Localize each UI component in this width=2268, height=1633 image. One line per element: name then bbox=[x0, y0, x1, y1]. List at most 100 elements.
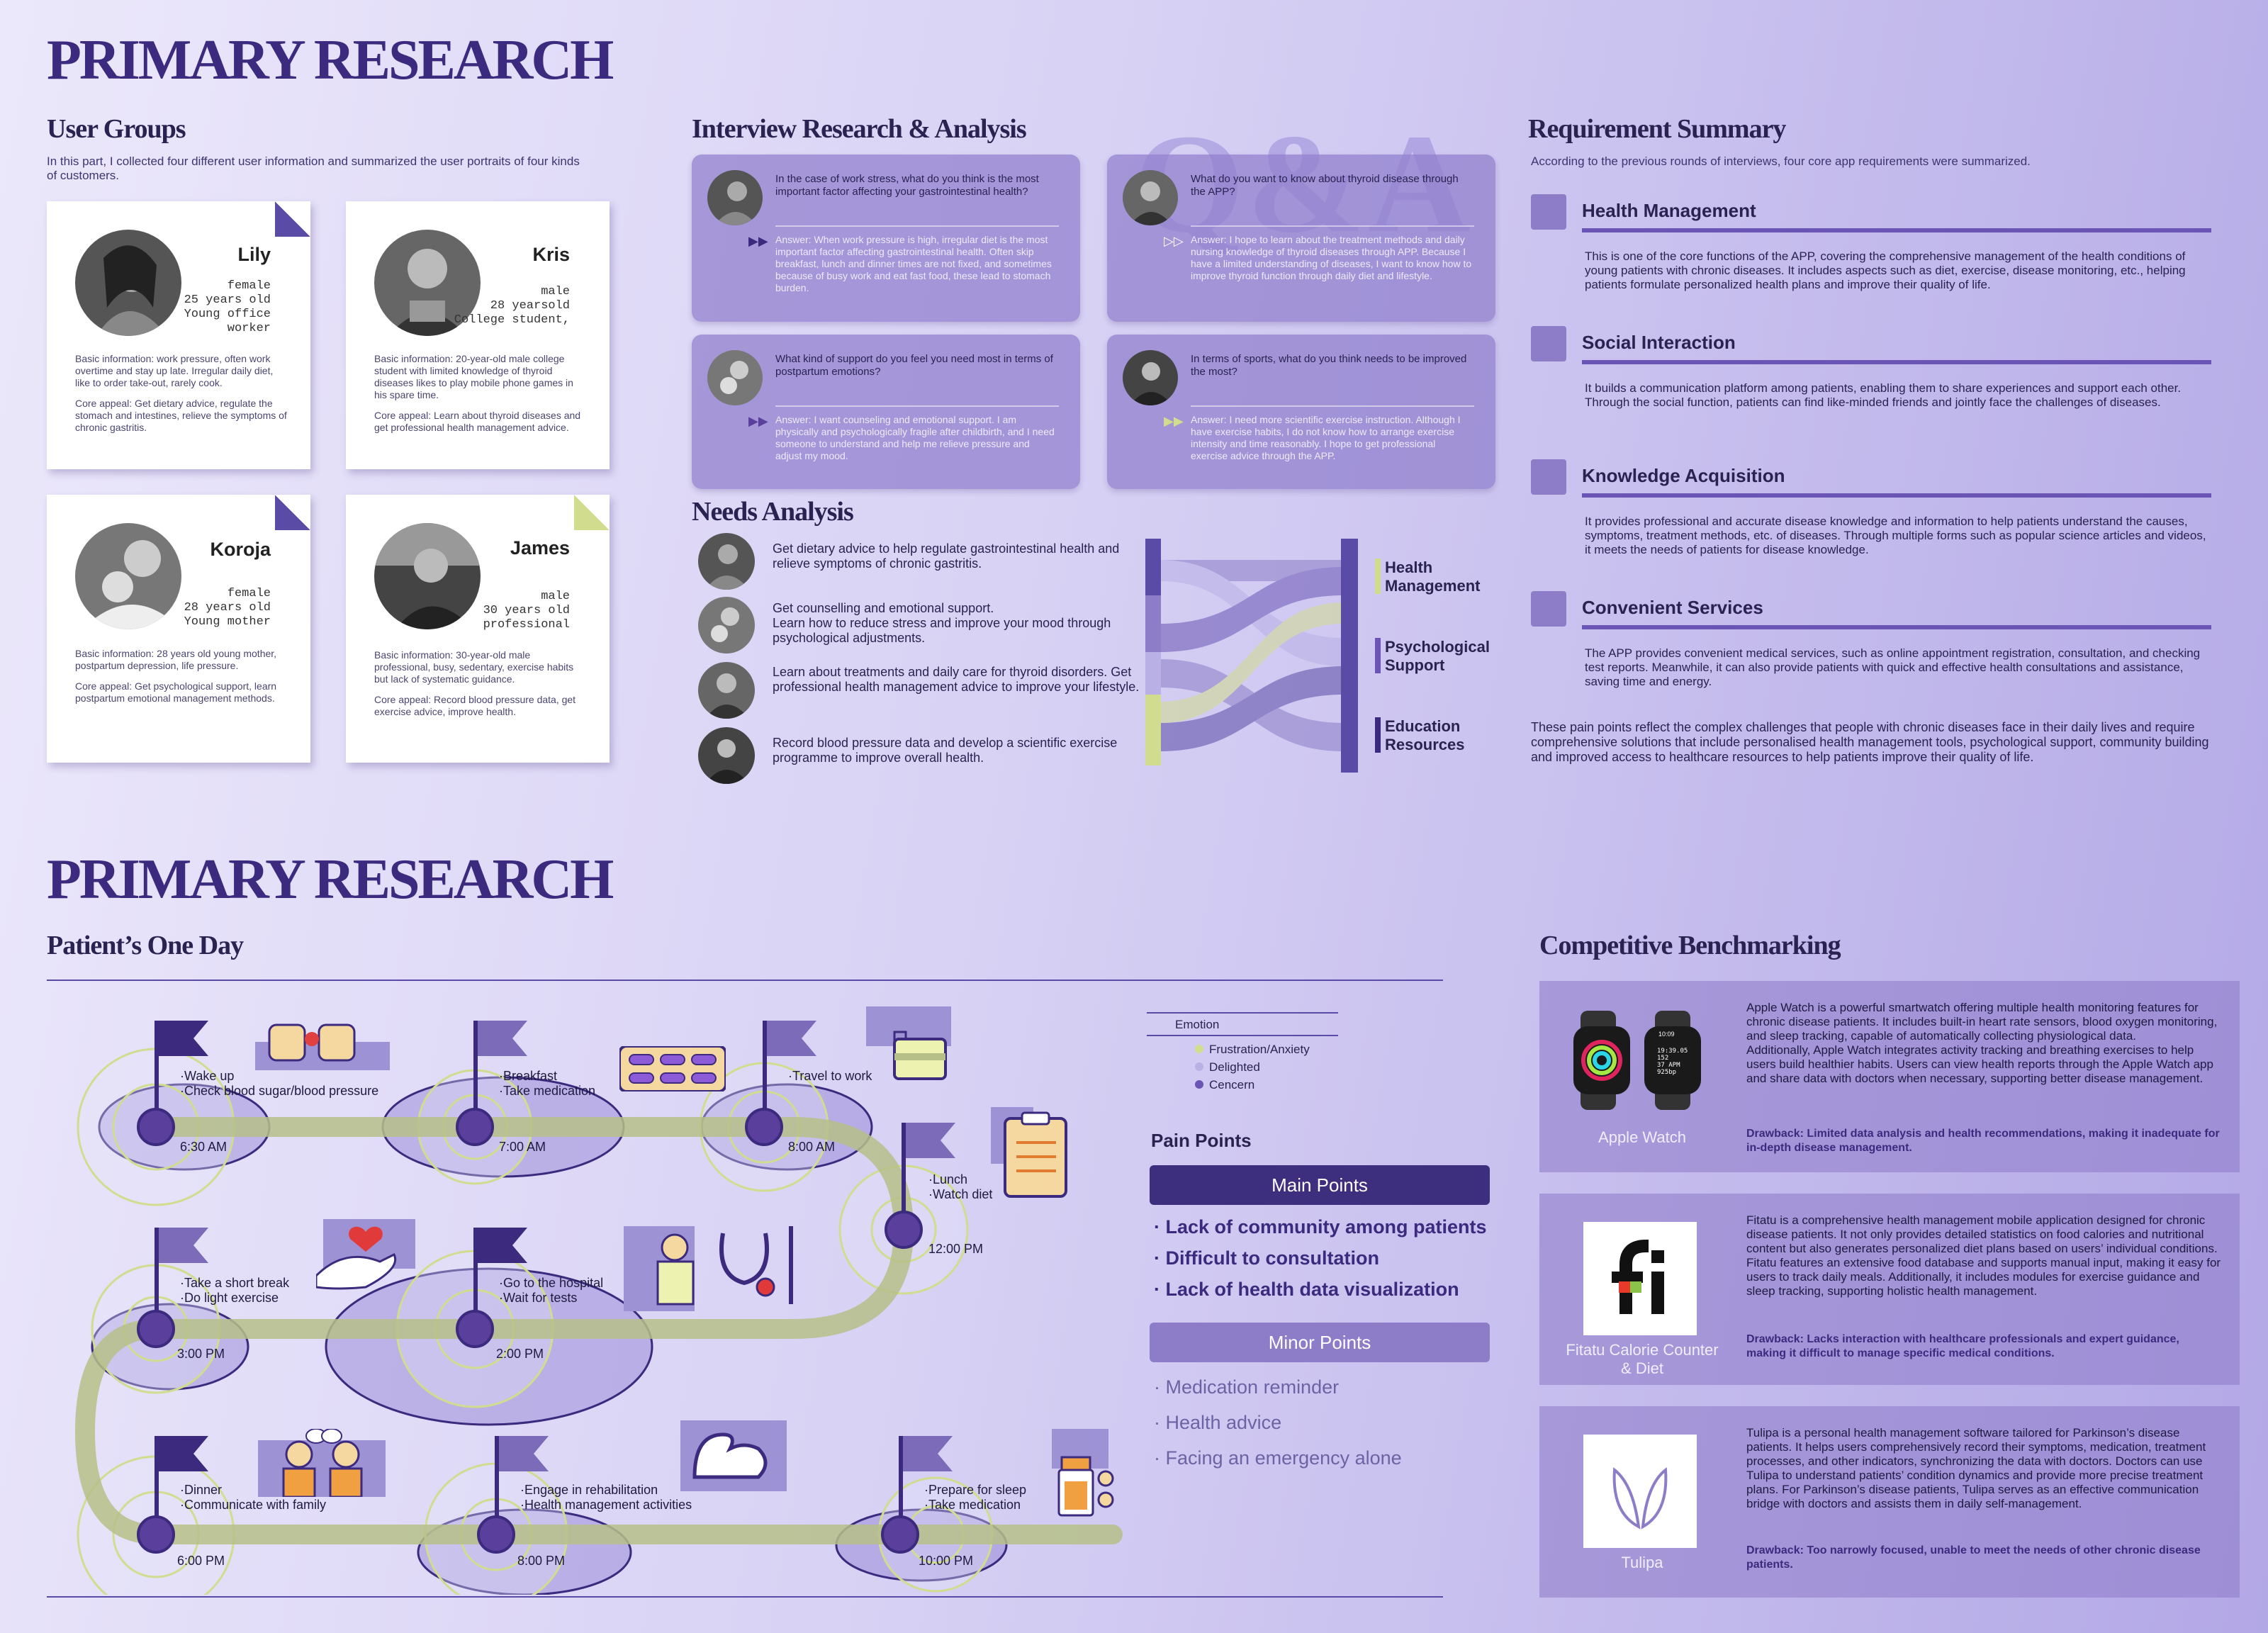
event-time: 8:00 PM bbox=[517, 1554, 566, 1568]
bench-drawback: Drawback: Limited data analysis and heal… bbox=[1746, 1128, 2220, 1154]
play-arrow-icon: ▶▶ bbox=[748, 414, 768, 428]
pain-points-title: Pain Points bbox=[1151, 1130, 1252, 1151]
avatar bbox=[698, 662, 755, 719]
timeline-dot[interactable] bbox=[745, 1108, 783, 1146]
event-time: 8:00 AM bbox=[788, 1140, 836, 1154]
sankey-link bbox=[1160, 567, 1344, 652]
event-time: 2:00 PM bbox=[496, 1347, 544, 1361]
main-point: · Lack of health data visualization bbox=[1154, 1279, 1459, 1300]
requirement-heading: Knowledge Acquisition bbox=[1582, 465, 1785, 486]
divider bbox=[47, 980, 1443, 981]
event-time: 12:00 PM bbox=[928, 1242, 984, 1256]
apple-watch-image bbox=[1573, 1011, 1701, 1110]
needs-sankey bbox=[1145, 539, 1358, 773]
requirement-summary: These pain points reflect the complex ch… bbox=[1531, 720, 2209, 764]
user-name: Koroja bbox=[210, 539, 271, 560]
requirement-heading: Convenient Services bbox=[1582, 597, 1763, 618]
need-item: Get counselling and emotional support. L… bbox=[698, 597, 1138, 653]
divider bbox=[1582, 228, 2211, 232]
card-fold bbox=[275, 495, 310, 530]
answer: Answer: I want counseling and emotional … bbox=[775, 414, 1055, 461]
requirement-heading: Health Management bbox=[1582, 200, 1756, 221]
sankey-node bbox=[1145, 652, 1161, 695]
main-points-header: Main Points bbox=[1150, 1165, 1490, 1205]
wake-up-illustration bbox=[255, 1023, 390, 1070]
sankey-link bbox=[1160, 666, 1344, 751]
event-label: ·Prepare for sleep·Take medication bbox=[924, 1483, 1027, 1512]
timeline-dot[interactable] bbox=[885, 1211, 923, 1249]
avatar bbox=[75, 230, 181, 336]
user-info: Basic information: 30-year-old male prof… bbox=[374, 649, 576, 717]
avatar bbox=[707, 350, 763, 405]
question: In the case of work stress, what do you … bbox=[775, 173, 1039, 198]
requirement-desc: The APP provides convenient medical serv… bbox=[1585, 646, 2201, 688]
need-target: Education Resources bbox=[1385, 717, 1465, 753]
timeline-dot[interactable] bbox=[137, 1310, 175, 1348]
sankey-node bbox=[1145, 595, 1161, 652]
bench-desc: Tulipa is a personal health management s… bbox=[1746, 1426, 2206, 1510]
bench-card-fitatu[interactable]: Fitatu Calorie Counter & Diet Fitatu is … bbox=[1539, 1194, 2240, 1385]
fitatu-logo bbox=[1583, 1222, 1697, 1335]
interview-card[interactable]: In the case of work stress, what do you … bbox=[692, 155, 1080, 322]
sankey-node bbox=[1145, 539, 1161, 595]
bench-card-tulipa[interactable]: Tulipa Tulipa is a personal health manag… bbox=[1539, 1406, 2240, 1598]
requirement-desc: It builds a communication platform among… bbox=[1585, 381, 2182, 409]
need-text: Get counselling and emotional support. L… bbox=[773, 601, 1111, 645]
user-groups-title: User Groups bbox=[47, 114, 186, 144]
answer: Answer: I need more scientific exercise … bbox=[1191, 414, 1461, 461]
play-arrow-icon: ▶▶ bbox=[748, 234, 768, 248]
timeline-dot[interactable] bbox=[137, 1515, 175, 1554]
user-info: Basic information: 28 years old young mo… bbox=[75, 648, 277, 704]
user-name: Kris bbox=[532, 244, 570, 265]
timeline-dot[interactable] bbox=[477, 1515, 515, 1554]
sankey-node bbox=[1341, 539, 1358, 773]
timeline-dot[interactable] bbox=[456, 1310, 494, 1348]
timeline-dot[interactable] bbox=[456, 1108, 494, 1146]
need-item: Record blood pressure data and develop a… bbox=[698, 727, 1138, 784]
avatar bbox=[75, 523, 181, 629]
event-time: 10:00 PM bbox=[919, 1554, 974, 1568]
avatar bbox=[1123, 170, 1178, 225]
interview-card[interactable]: What kind of support do you feel you nee… bbox=[692, 335, 1080, 489]
minor-points-header: Minor Points bbox=[1150, 1323, 1490, 1362]
answer: Answer: I hope to learn about the treatm… bbox=[1191, 234, 1472, 281]
flag-pole bbox=[473, 1228, 478, 1334]
timeline-dot[interactable] bbox=[137, 1108, 175, 1146]
need-target: Psychological Support bbox=[1385, 638, 1490, 674]
sankey-link bbox=[1160, 602, 1344, 723]
legend-item: Frustration/Anxiety bbox=[1195, 1040, 1310, 1058]
tulipa-logo bbox=[1583, 1435, 1697, 1548]
interview-card[interactable]: What do you want to know about thyroid d… bbox=[1107, 155, 1495, 322]
bench-drawback: Drawback: Too narrowly focused, unable t… bbox=[1746, 1544, 2201, 1571]
main-point: · Difficult to consultation bbox=[1154, 1247, 1379, 1269]
flag-pole bbox=[763, 1021, 767, 1127]
play-arrow-icon: ▷▷ bbox=[1164, 234, 1184, 248]
need-item: Get dietary advice to help regulate gast… bbox=[698, 533, 1138, 590]
flag-pole bbox=[155, 1436, 159, 1542]
timeline-dot[interactable] bbox=[881, 1515, 919, 1554]
divider bbox=[1191, 405, 1474, 407]
requirement-icon bbox=[1531, 194, 1566, 230]
question: What do you want to know about thyroid d… bbox=[1191, 173, 1459, 198]
user-groups-intro: In this part, I collected four different… bbox=[47, 155, 580, 182]
event-label: ·Breakfast·Take medication bbox=[499, 1069, 596, 1098]
avatar bbox=[698, 597, 755, 653]
divider bbox=[1582, 493, 2211, 498]
bench-name: Tulipa bbox=[1621, 1554, 1663, 1571]
target-marker bbox=[1375, 559, 1381, 594]
question: In terms of sports, what do you think ne… bbox=[1191, 353, 1467, 378]
event-label: ·Go to the hospital·Wait for tests bbox=[499, 1276, 604, 1305]
interview-card[interactable]: In terms of sports, what do you think ne… bbox=[1107, 335, 1495, 489]
need-text: Get dietary advice to help regulate gast… bbox=[773, 541, 1120, 571]
emotion-legend: Frustration/Anxiety Delighted Cencern bbox=[1195, 1040, 1310, 1094]
pill-pack-icon bbox=[619, 1046, 726, 1092]
